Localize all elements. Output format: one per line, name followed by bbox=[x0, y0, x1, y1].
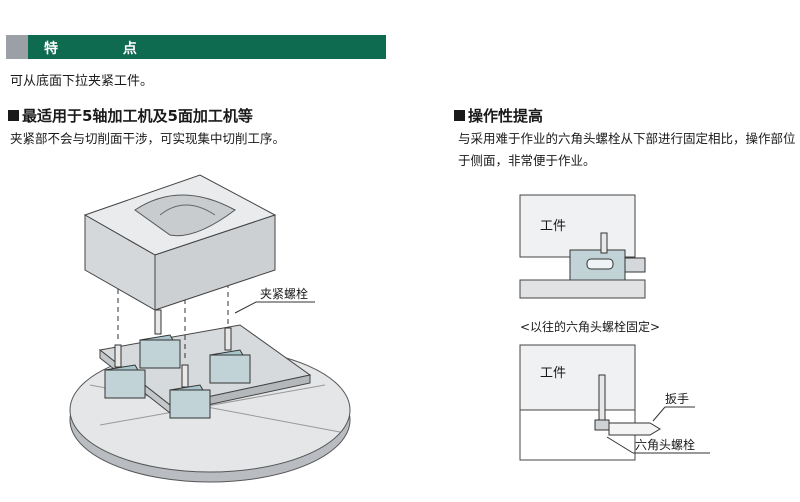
side-operation-illustration: 工件 bbox=[519, 194, 646, 299]
right-description: 与采用难于作业的六角头螺栓从下部进行固定相比，操作部位于侧面，非常便于作业。 bbox=[458, 131, 796, 168]
right-heading: 操作性提高 bbox=[454, 105, 543, 126]
clamp-bolt-label: 夹紧螺栓 bbox=[260, 286, 308, 301]
banner-title: 特 点 bbox=[44, 41, 167, 57]
left-heading-text: 最适用于5轴加工机及5面加工机等 bbox=[22, 107, 253, 125]
right-heading-text: 操作性提高 bbox=[468, 107, 544, 125]
banner-square bbox=[6, 35, 28, 59]
left-heading: 最适用于5轴加工机及5面加工机等 bbox=[8, 105, 253, 126]
conventional-bolt-illustration: 工件 扳手 六角头螺栓 bbox=[519, 344, 710, 461]
workpiece-label-top: 工件 bbox=[540, 219, 566, 234]
hex-bolt-label: 六角头螺栓 bbox=[635, 437, 695, 452]
workpiece-label-bottom: 工件 bbox=[540, 366, 566, 381]
wrench-label: 扳手 bbox=[665, 392, 689, 406]
heading-bullet-icon bbox=[8, 110, 19, 121]
heading-bullet-icon bbox=[454, 110, 465, 121]
feature-banner: 特 点 bbox=[6, 35, 386, 59]
conventional-caption: <以往的六角头螺栓固定> bbox=[520, 320, 661, 334]
five-axis-illustration: 夹紧螺栓 bbox=[69, 174, 351, 483]
left-description: 夹紧部不会与切削面干涉，可实现集中切削工序。 bbox=[10, 131, 286, 146]
intro-text: 可从底面下拉夹紧工件。 bbox=[10, 74, 154, 89]
